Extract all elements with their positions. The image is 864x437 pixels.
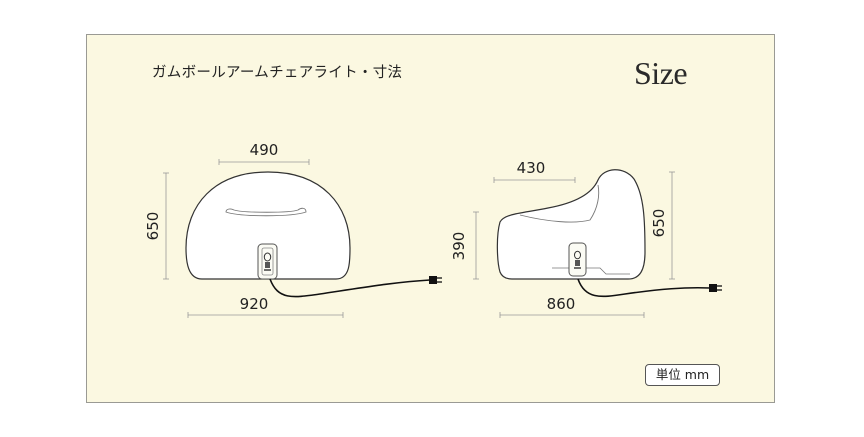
front-width-bottom-label: 920 — [240, 295, 269, 313]
side-seat-height-label: 390 — [450, 232, 468, 261]
side-top-dimension-line — [493, 177, 576, 183]
side-power-cord — [577, 278, 711, 298]
side-chair-outline — [496, 169, 646, 280]
unit-badge: 単位 mm — [645, 364, 720, 386]
front-top-dimension-line — [218, 159, 310, 165]
side-bottom-dimension-line — [499, 312, 645, 318]
front-lamp-housing — [257, 243, 278, 280]
front-height-label: 650 — [144, 212, 162, 241]
front-plug — [429, 276, 442, 284]
side-height-dimension-line — [669, 171, 675, 280]
side-view: 430 390 650 860 — [450, 159, 722, 318]
front-height-dimension-line — [163, 172, 169, 280]
front-bottom-dimension-line — [187, 312, 344, 318]
side-plug — [709, 284, 722, 292]
side-lamp-housing — [568, 242, 587, 277]
side-depth-top-label: 430 — [517, 159, 546, 177]
size-heading: Size — [634, 55, 688, 91]
side-height-label: 650 — [650, 209, 668, 238]
diagram-title: ガムボールアームチェアライト・寸法 — [152, 65, 403, 81]
front-width-top-label: 490 — [250, 141, 279, 159]
front-seat-crease — [225, 207, 307, 217]
side-depth-bottom-label: 860 — [547, 295, 576, 313]
front-chair-outline — [185, 171, 351, 280]
front-power-cord — [269, 278, 431, 298]
side-seat-crease — [519, 184, 600, 223]
side-seat-height-dimension-line — [473, 211, 479, 280]
front-view: 490 650 920 — [144, 141, 442, 318]
